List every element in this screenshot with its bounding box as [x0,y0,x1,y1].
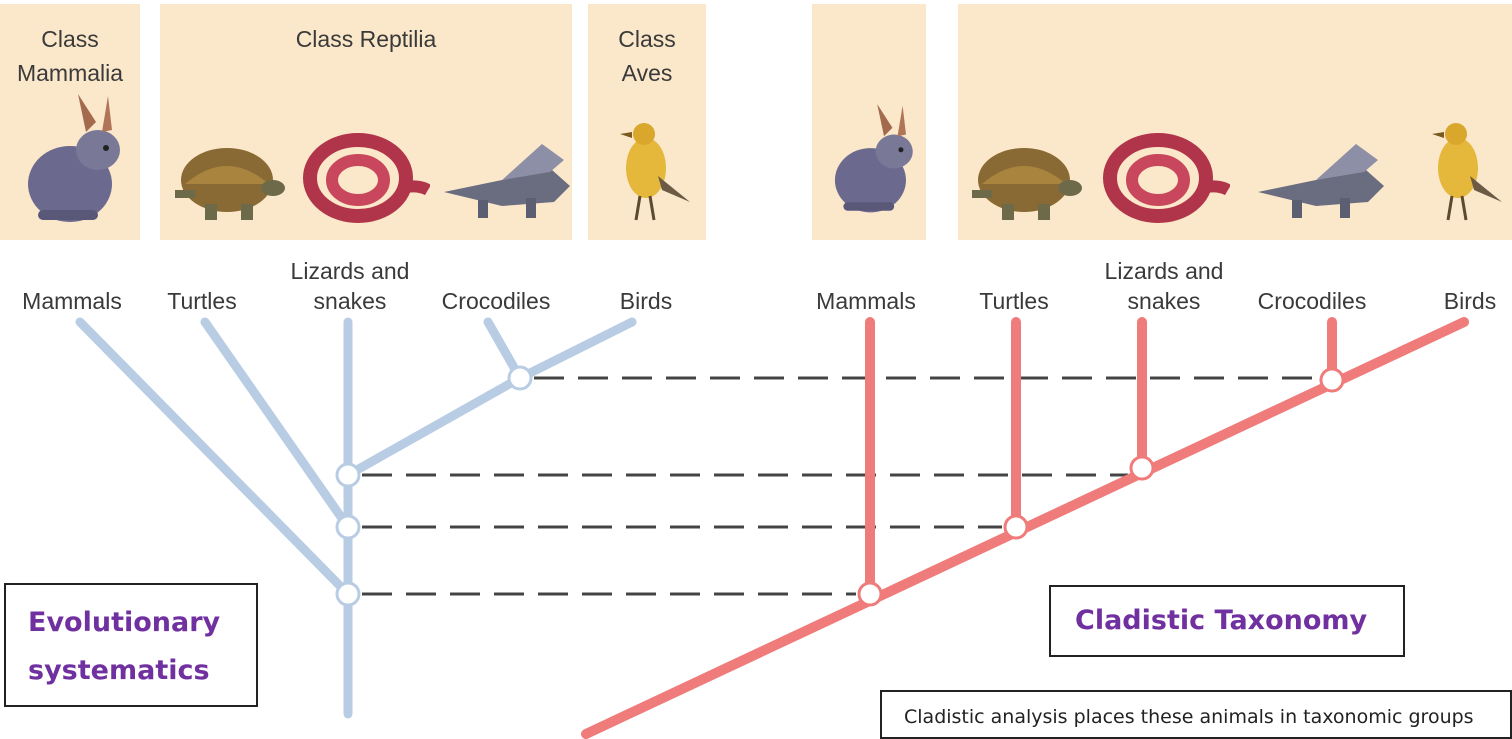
node-right-3 [1131,457,1153,479]
cladistic-taxonomy-box: Cladistic Taxonomy [1049,585,1405,657]
node-left-3 [337,464,359,486]
cladistic-analysis-note: Cladistic analysis places these animals … [880,690,1512,739]
node-left-2 [337,516,359,538]
node-right-2 [1005,516,1027,538]
node-left-1 [337,583,359,605]
node-right-4 [1321,369,1343,391]
evolutionary-systematics-box: Evolutionary systematics [4,583,258,707]
node-right-1 [859,583,881,605]
node-left-4 [509,367,531,389]
